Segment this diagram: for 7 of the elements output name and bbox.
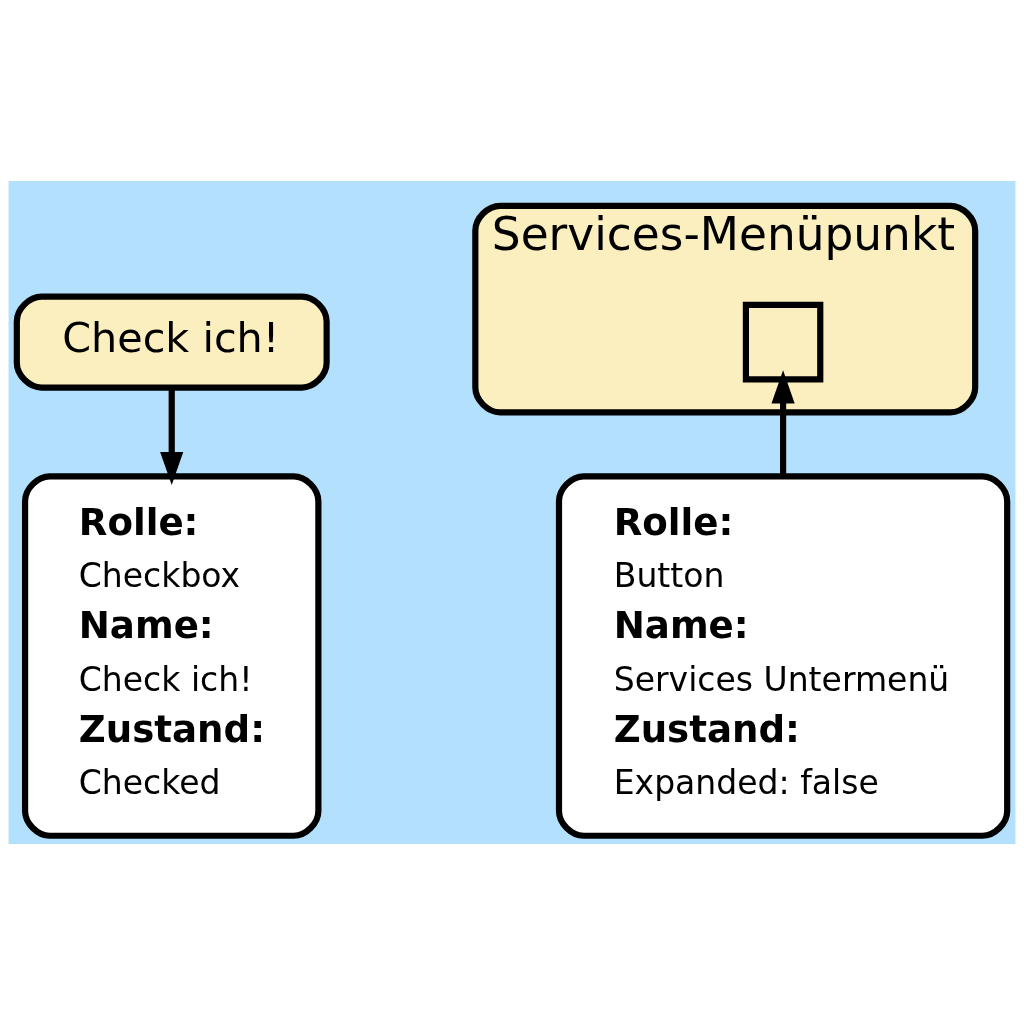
node-box: Rolle: Checkbox Name: Check ich! Zustand: Checked	[21, 472, 322, 839]
cluster: Services-Menüpunkt	[472, 202, 979, 415]
node-box: Check ich!	[13, 293, 330, 391]
node-box	[742, 301, 824, 382]
arrow	[771, 369, 795, 476]
arrow	[160, 387, 184, 485]
node-box: Rolle: Button Name: Services Untermenü Zustand: Expanded: false	[555, 472, 1011, 839]
